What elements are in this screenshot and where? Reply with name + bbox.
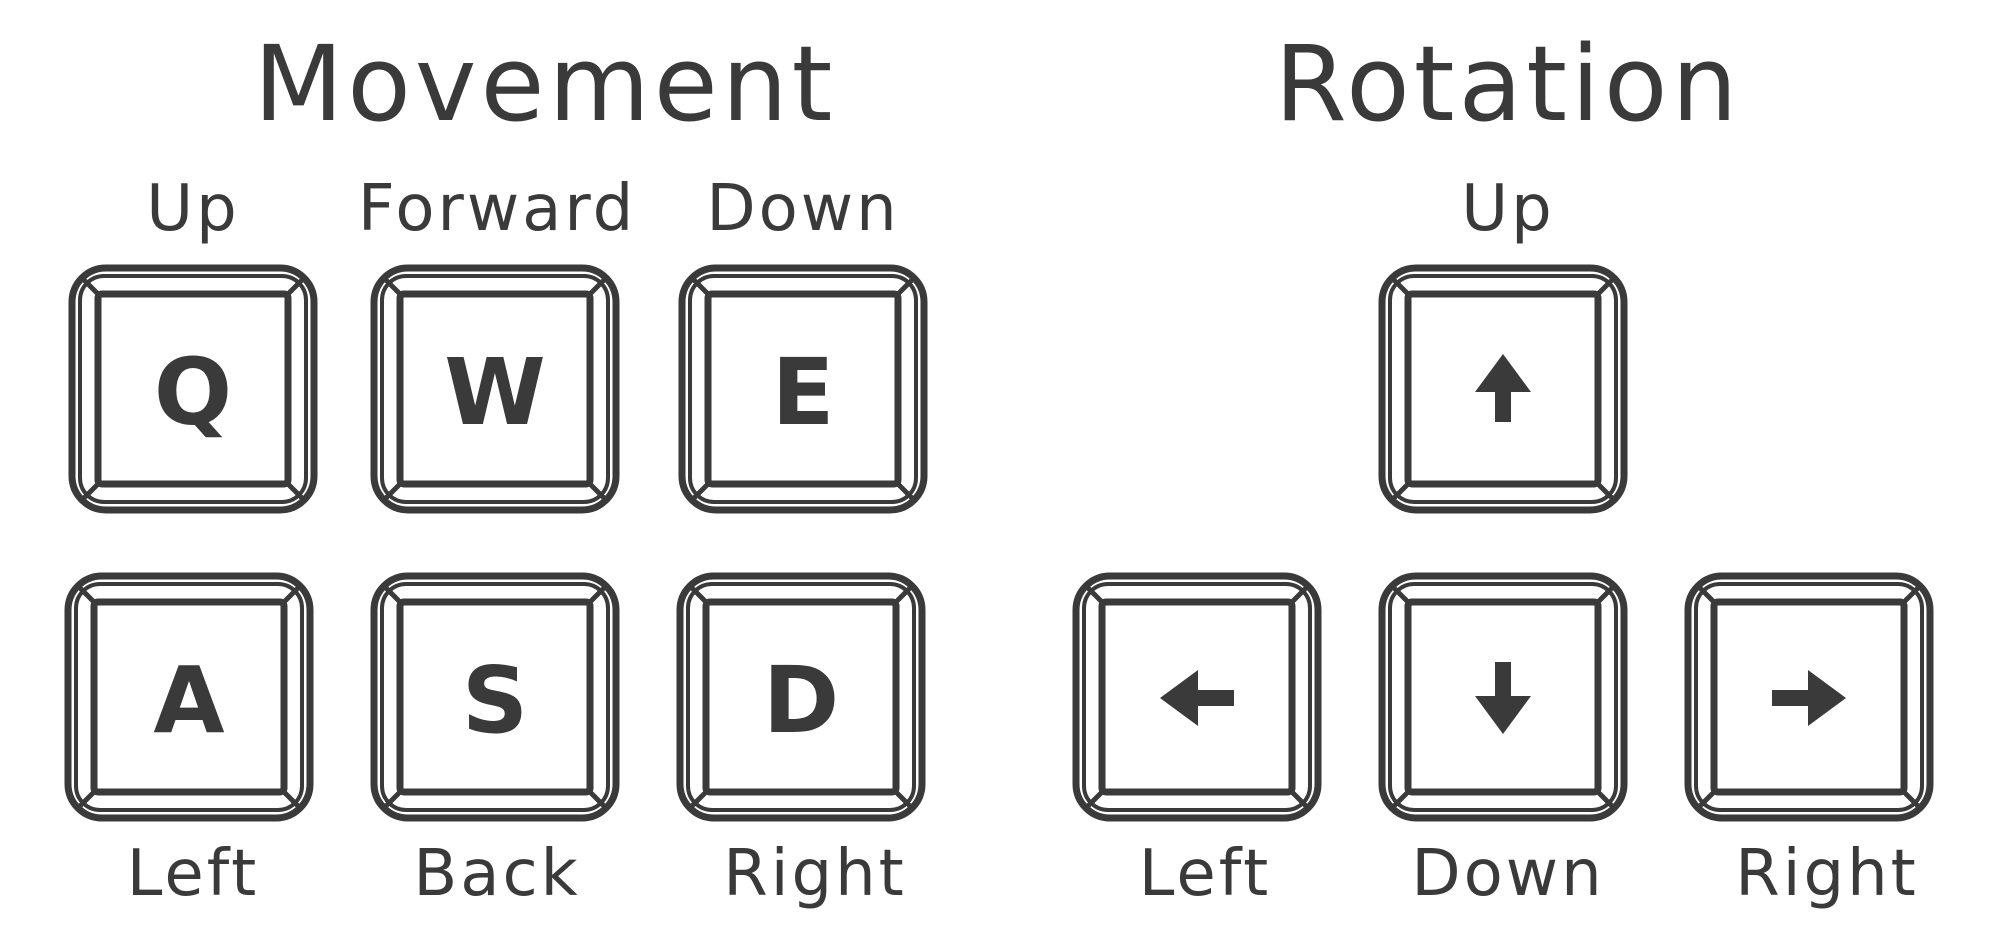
key-s[interactable]: S [370,572,620,822]
key-q-cap: Q [154,339,232,446]
key-d[interactable]: D [676,572,926,822]
arrow-left-icon [1160,670,1234,726]
key-e[interactable]: E [678,264,928,514]
rotation-title: Rotation [1275,23,1742,145]
key-arrow-down[interactable] [1378,572,1628,822]
key-q-label: Up [146,172,239,246]
key-w-cap: W [444,339,545,446]
key-s-label: Back [413,837,580,911]
key-w-label: Forward [358,172,636,246]
keycap-outline [676,572,926,822]
key-arrow-left[interactable] [1072,572,1322,822]
key-right-label: Right [1735,837,1919,911]
key-left-label: Left [1139,837,1271,911]
key-s-cap: S [462,647,528,754]
key-q[interactable]: Q [68,264,318,514]
arrow-right-icon [1772,670,1846,726]
keycap-outline [68,264,318,514]
keycap-outline [370,572,620,822]
keycap-outline [1378,572,1628,822]
keycap-outline [1378,264,1628,514]
keycap-outline [1072,572,1322,822]
arrow-up-icon [1475,354,1531,422]
key-e-cap: E [772,339,835,446]
arrow-down-icon [1475,662,1531,734]
keycap-outline [678,264,928,514]
key-w[interactable]: W [370,264,620,514]
key-down-label: Down [1411,837,1604,911]
key-e-label: Down [706,172,899,246]
keycap-outline [370,264,620,514]
key-a-cap: A [153,647,224,754]
movement-title: Movement [254,23,837,145]
key-d-label: Right [723,837,907,911]
key-a-label: Left [127,837,259,911]
keycap-outline [1684,572,1934,822]
keycap-outline [64,572,314,822]
key-up-label: Up [1461,172,1554,246]
key-arrow-right[interactable] [1684,572,1934,822]
key-d-cap: D [763,647,839,754]
key-a[interactable]: A [64,572,314,822]
key-arrow-up[interactable] [1378,264,1628,514]
